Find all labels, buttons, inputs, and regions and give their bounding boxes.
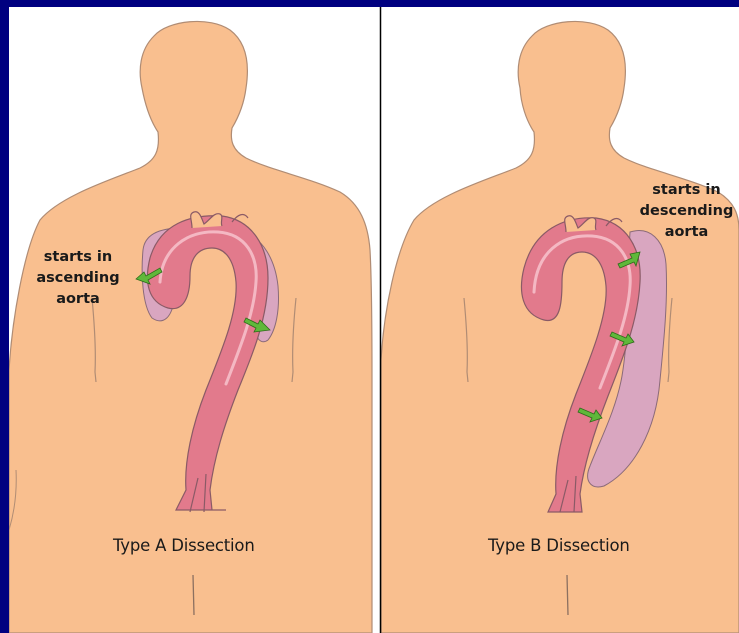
annotation-a-line-2: ascending (22, 268, 134, 289)
annotation-b-line-2: descending (634, 201, 739, 222)
annotation-b-line-1: starts in (634, 180, 739, 201)
annotation-a-line-1: starts in (22, 247, 134, 268)
annotation-a-line-3: aorta (22, 289, 134, 310)
caption-a: Type A Dissection (113, 536, 255, 555)
annotation-b-line-3: aorta (634, 222, 739, 243)
caption-b: Type B Dissection (488, 536, 630, 555)
annotation-a: starts in ascending aorta (22, 247, 134, 310)
annotation-b: starts in descending aorta (634, 180, 739, 243)
